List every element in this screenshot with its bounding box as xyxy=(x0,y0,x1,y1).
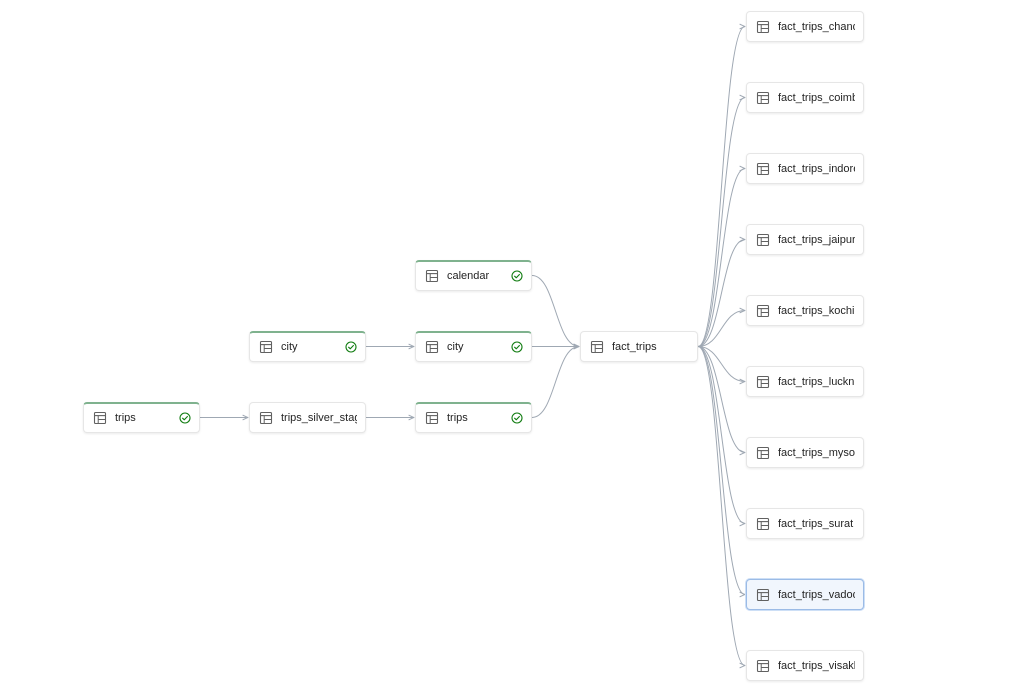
edge-fact_trips-to-ft_mysore xyxy=(697,346,745,453)
edge-fact_trips-to-ft_luckn xyxy=(697,346,745,382)
lineage-node-fact-trips-chand[interactable]: fact_trips_chand… xyxy=(746,11,864,42)
node-label: fact_trips xyxy=(612,340,657,353)
node-label: fact_trips_luckn… xyxy=(778,375,855,388)
lineage-node-fact-trips-coimb[interactable]: fact_trips_coimb… xyxy=(746,82,864,113)
lineage-node-fact-trips-mysore[interactable]: fact_trips_mysore xyxy=(746,437,864,468)
success-check-icon xyxy=(511,270,523,282)
edge-fact_trips-to-ft_chand xyxy=(697,27,745,347)
lineage-node-trips[interactable]: trips xyxy=(83,402,200,433)
table-icon xyxy=(756,20,770,34)
node-label: trips xyxy=(115,412,136,424)
table-icon xyxy=(259,340,273,354)
lineage-node-city[interactable]: city xyxy=(249,331,366,362)
node-label: city xyxy=(447,341,464,353)
lineage-node-calendar[interactable]: calendar xyxy=(415,260,532,291)
node-label: fact_trips_coimb… xyxy=(778,91,855,104)
lineage-node-fact-trips[interactable]: fact_trips xyxy=(580,331,698,362)
table-icon xyxy=(756,233,770,247)
edge-calendar-to-fact_trips xyxy=(531,275,579,347)
table-icon xyxy=(425,269,439,283)
success-check-icon xyxy=(345,341,357,353)
edge-trips_l3-to-fact_trips xyxy=(531,347,579,418)
lineage-node-fact-trips-indore[interactable]: fact_trips_indore xyxy=(746,153,864,184)
lineage-node-fact-trips-luckn[interactable]: fact_trips_luckn… xyxy=(746,366,864,397)
success-check-icon xyxy=(179,412,191,424)
table-icon xyxy=(590,340,604,354)
node-label: fact_trips_vadod… xyxy=(778,588,855,601)
edge-fact_trips-to-ft_visakh xyxy=(697,346,745,666)
node-label: fact_trips_chand… xyxy=(778,20,855,33)
table-icon xyxy=(93,411,107,425)
table-icon xyxy=(756,91,770,105)
lineage-node-trips-gold[interactable]: trips xyxy=(415,402,532,433)
node-label: city xyxy=(281,341,298,353)
table-icon xyxy=(756,375,770,389)
success-check-icon xyxy=(511,341,523,353)
table-icon xyxy=(425,411,439,425)
edge-fact_trips-to-ft_indore xyxy=(697,169,745,347)
edge-fact_trips-to-ft_kochi xyxy=(697,311,745,347)
table-icon xyxy=(756,659,770,673)
edge-fact_trips-to-ft_coimb xyxy=(697,98,745,347)
lineage-node-fact-trips-vadod[interactable]: fact_trips_vadod… xyxy=(746,579,864,610)
table-icon xyxy=(756,162,770,176)
lineage-node-city-gold[interactable]: city xyxy=(415,331,532,362)
node-label: fact_trips_indore xyxy=(778,162,855,175)
edge-fact_trips-to-ft_surat xyxy=(697,346,745,524)
table-icon xyxy=(756,517,770,531)
table-icon xyxy=(756,446,770,460)
lineage-node-fact-trips-kochi[interactable]: fact_trips_kochi xyxy=(746,295,864,326)
lineage-node-fact-trips-jaipur[interactable]: fact_trips_jaipur xyxy=(746,224,864,255)
table-icon xyxy=(425,340,439,354)
lineage-node-fact-trips-surat[interactable]: fact_trips_surat xyxy=(746,508,864,539)
table-icon xyxy=(756,588,770,602)
node-label: fact_trips_surat xyxy=(778,517,854,530)
node-label: fact_trips_mysore xyxy=(778,446,855,459)
node-label: fact_trips_jaipur xyxy=(778,233,855,246)
table-icon xyxy=(259,411,273,425)
edge-fact_trips-to-ft_jaipur xyxy=(697,240,745,347)
table-icon xyxy=(756,304,770,318)
success-check-icon xyxy=(511,412,523,424)
node-label: calendar xyxy=(447,270,490,282)
node-label: fact_trips_kochi xyxy=(778,304,855,317)
edge-fact_trips-to-ft_vadod xyxy=(697,346,745,595)
lineage-node-trips-silver-staging[interactable]: trips_silver_stagi… xyxy=(249,402,366,433)
node-label: fact_trips_visakh… xyxy=(778,659,855,672)
lineage-node-fact-trips-visakh[interactable]: fact_trips_visakh… xyxy=(746,650,864,681)
node-label: trips xyxy=(447,412,468,424)
node-label: trips_silver_stagi… xyxy=(281,411,357,424)
